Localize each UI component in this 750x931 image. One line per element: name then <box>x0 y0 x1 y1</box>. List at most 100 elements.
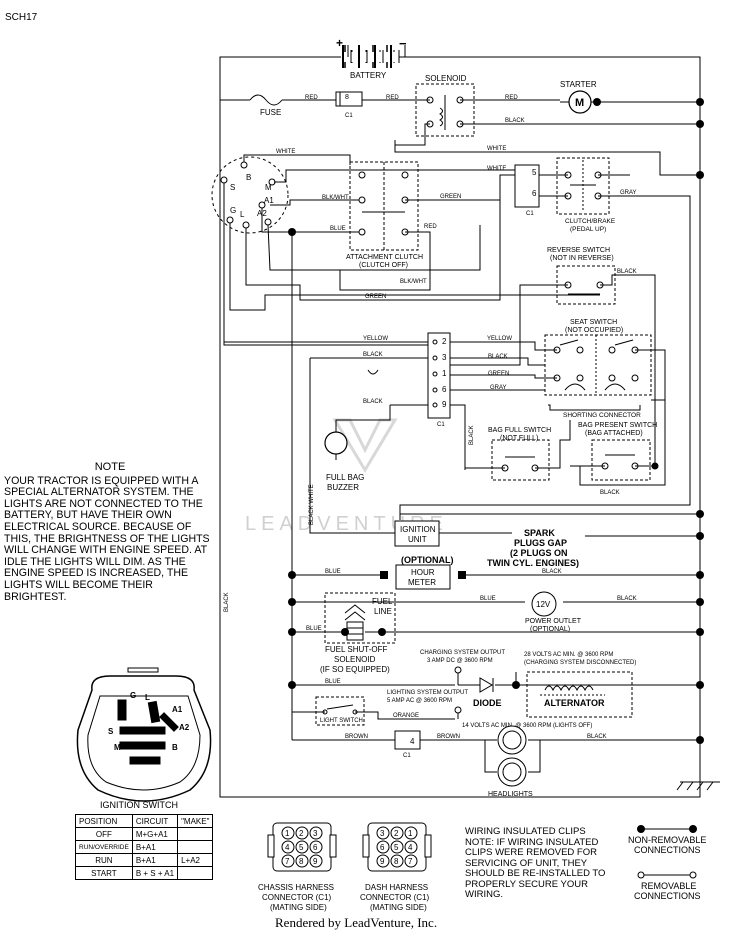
dash-pin-label: 8 <box>394 857 399 866</box>
wire-black-6: BLACK <box>469 425 475 445</box>
wire-red-1: RED <box>305 95 318 101</box>
legend-non-removable-2: CONNECTIONS <box>634 845 701 855</box>
c1-pin-3: 3 <box>442 353 447 362</box>
connector-c1-center <box>427 332 451 419</box>
wire-black-4: BLACK <box>363 352 383 358</box>
face-M: M <box>114 743 121 752</box>
wires-top <box>220 45 700 176</box>
wiring-note-line: WIRING INSULATED CLIPS <box>465 826 586 837</box>
optional-label: (OPTIONAL) <box>401 555 454 565</box>
bag-present-switch <box>591 439 651 481</box>
bag-full-label: BAG FULL SWITCH <box>488 427 551 434</box>
attachment-clutch-sub: (CLUTCH OFF) <box>359 262 408 269</box>
wires-ignition <box>223 154 600 346</box>
chassis-pin-label: 6 <box>313 843 318 852</box>
table-cell-circuit: B+A1 <box>131 853 179 867</box>
alternator-note: NOTE YOUR TRACTOR IS EQUIPPED WITH A SPE… <box>4 461 216 603</box>
chassis-pin <box>309 854 323 868</box>
table-header: CIRCUIT <box>131 814 179 828</box>
chassis-pin-label: 9 <box>313 857 318 866</box>
dash-pin <box>390 854 404 868</box>
table-cell-position: START <box>75 866 133 880</box>
fuel-solenoid-1: FUEL SHUT-OFF <box>325 645 387 654</box>
wire-white-2: WHITE <box>276 149 295 155</box>
dash-pin-label: 6 <box>380 843 385 852</box>
lighting-output-2: 5 AMP AC @ 3600 RPM <box>387 698 452 704</box>
table-cell-make <box>177 866 214 880</box>
wire-black-5: BLACK <box>363 399 383 405</box>
wire-green-3: GREEN <box>488 371 509 377</box>
hour-meter-1: HOUR <box>411 568 435 577</box>
c1-label-56: C1 <box>526 211 534 217</box>
fuse-label: FUSE <box>260 108 281 117</box>
power-outlet-sub: (OPTIONAL) <box>530 626 570 633</box>
wire-red-3: RED <box>505 95 518 101</box>
wire-white-1: WHITE <box>487 146 506 152</box>
ignition-switch-table: POSITION CIRCUIT "MAKE" OFF M+G+A1 RUN/O… <box>75 814 214 880</box>
ignition-switch-terminals <box>211 156 289 234</box>
wire-black-left: BLACK <box>224 592 230 612</box>
c1-label-center: C1 <box>437 422 445 428</box>
chassis-pin <box>295 840 309 854</box>
c1-pin-9: 9 <box>442 400 447 409</box>
wire-black-3: BLACK <box>488 354 508 360</box>
dash-pin <box>404 826 418 840</box>
wire-gray-2: GRAY <box>490 385 507 391</box>
table-cell-position: RUN <box>75 853 133 867</box>
face-L: L <box>145 693 150 702</box>
wire-blue-5: BLUE <box>325 679 341 685</box>
ac14-label: 14 VOLTS AC MIN. @ 3600 RPM (LIGHTS OFF) <box>462 723 592 729</box>
chassis-pin-label: 5 <box>299 843 304 852</box>
wire-red-2: RED <box>386 95 399 101</box>
wire-brown-1: BROWN <box>345 734 368 740</box>
dash-pin-label: 4 <box>408 843 413 852</box>
term-B: B <box>246 173 251 182</box>
dash-pin-label: 7 <box>408 857 413 866</box>
dash-pin-label: 1 <box>408 829 413 838</box>
dash-conn-2: CONNECTOR (C1) <box>360 893 430 902</box>
wire-green-2: GREEN <box>365 294 386 300</box>
reverse-switch-label: REVERSE SWITCH <box>547 247 610 254</box>
wire-blkwht-2: BLK/WHT <box>400 279 427 285</box>
hour-meter <box>395 564 451 590</box>
spark-4: TWIN CYL. ENGINES) <box>487 558 579 568</box>
battery-negative: − <box>399 36 407 51</box>
page-id: SCH17 <box>5 12 38 23</box>
table-cell-make <box>177 827 214 841</box>
headlight-2 <box>497 757 527 787</box>
bag-present-sub: (BAG ATTACHED) <box>585 430 643 437</box>
table-cell-make: L+A2 <box>177 853 214 867</box>
wire-green-1: GREEN <box>440 194 461 200</box>
dash-pin <box>376 840 390 854</box>
wire-brown-2: BROWN <box>437 734 460 740</box>
table-row: OFF M+G+A1 <box>75 827 214 841</box>
chassis-pin <box>295 854 309 868</box>
note-body: YOUR TRACTOR IS EQUIPPED WITH A SPECIAL … <box>4 474 210 603</box>
diode <box>479 677 494 693</box>
headlight-1 <box>497 725 527 755</box>
legend-non-removable-1: NON-REMOVABLE <box>628 835 706 845</box>
table-header-row: POSITION CIRCUIT "MAKE" <box>75 814 214 828</box>
c1-pin-8: 8 <box>345 94 349 101</box>
term-A1: A1 <box>264 196 274 205</box>
wire-blue-1: BLUE <box>330 226 346 232</box>
c1-pin-1: 1 <box>442 369 447 378</box>
spark-2: PLUGS GAP <box>514 538 567 548</box>
wire-black-8: BLACK <box>542 569 562 575</box>
seat-switch-label: SEAT SWITCH <box>570 319 617 326</box>
chassis-pin-label: 4 <box>285 843 290 852</box>
battery-positive: + <box>336 36 343 50</box>
dash-pin-label: 9 <box>380 857 385 866</box>
legend-removable-2: CONNECTIONS <box>634 891 701 901</box>
chassis-conn-3: (MATING SIDE) <box>270 903 327 912</box>
wire-gray-1: GRAY <box>620 190 637 196</box>
alternator-label: ALTERNATOR <box>544 698 605 708</box>
connector-c1-56 <box>514 164 540 208</box>
dash-pin-label: 3 <box>380 829 385 838</box>
wiring-note-line: SHOULD BE RE-INSTALLED TO <box>465 868 606 879</box>
footer-credit: Rendered by LeadVenture, Inc. <box>275 915 437 930</box>
legend-removable-1: REMOVABLE <box>641 881 696 891</box>
ignition-unit-2: UNIT <box>408 535 427 544</box>
face-G: G <box>130 691 136 700</box>
dash-pin <box>390 826 404 840</box>
